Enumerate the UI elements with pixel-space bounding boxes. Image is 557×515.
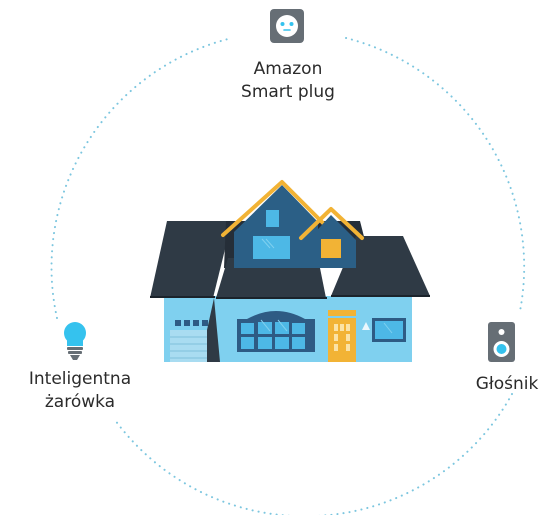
house-illustration xyxy=(150,180,430,362)
smart-plug-label-line2: Smart plug xyxy=(241,82,335,102)
garage-door xyxy=(170,330,207,362)
small-windows xyxy=(175,320,208,326)
right-window xyxy=(372,318,406,342)
arched-window xyxy=(237,311,315,352)
speaker-icon xyxy=(488,322,515,362)
connection-ring xyxy=(50,37,526,515)
smart-plug-icon xyxy=(270,9,304,43)
smart-bulb-icon xyxy=(64,322,86,360)
smart-plug-label-line1: Amazon xyxy=(253,59,323,79)
wall-lamp xyxy=(362,322,370,330)
speaker-label: Głośnik xyxy=(462,373,552,396)
smart-plug-label: Amazon Smart plug xyxy=(218,58,358,104)
front-door xyxy=(328,310,356,362)
smart-bulb-label-line1: Inteligentna xyxy=(28,369,132,389)
roof-left xyxy=(150,221,232,298)
gable-right xyxy=(299,207,364,268)
smart-bulb-label: Inteligentna żarówka xyxy=(10,368,150,414)
speaker-label-line1: Głośnik xyxy=(475,374,539,394)
smart-bulb-label-line2: żarówka xyxy=(44,392,116,412)
gable-left xyxy=(221,180,334,268)
